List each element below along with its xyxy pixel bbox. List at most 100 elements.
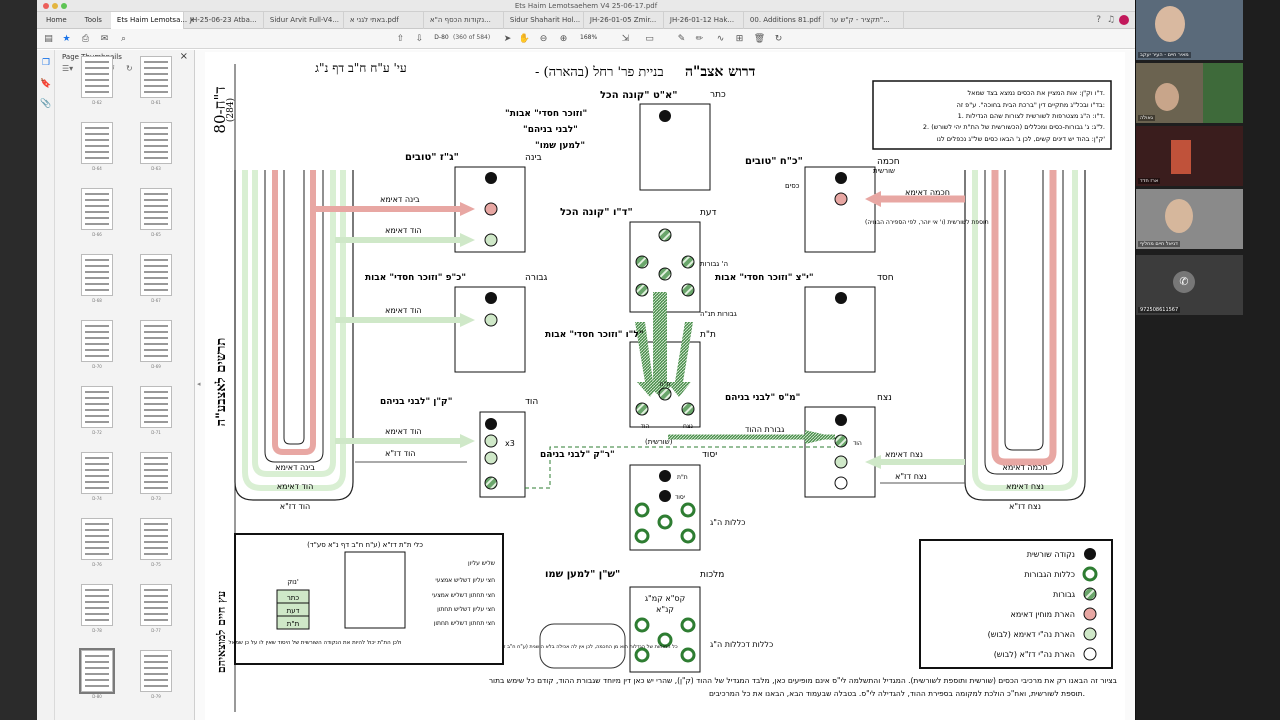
klalut-point — [680, 647, 696, 663]
tab-label: JH-25-06-23 Atba... — [189, 16, 257, 24]
tab-document[interactable]: תקציר - ק"ש ער"... — [824, 11, 904, 29]
participant-video[interactable]: דניאל חיים מחליף — [1135, 189, 1243, 249]
page-thumbnail[interactable] — [81, 188, 113, 230]
hod-imma-point — [484, 451, 498, 465]
pdf-page: 80-ד"ח (284) תרשים לאצבע"ה עץ חיים למוצא… — [205, 52, 1125, 720]
thumbnail-content-line — [144, 589, 168, 591]
page-thumbnail[interactable] — [140, 650, 172, 692]
participant-video[interactable]: גאולה — [1135, 63, 1243, 123]
fit-page-icon[interactable]: ⇲ — [621, 33, 630, 44]
page-thumbnail[interactable] — [140, 122, 172, 164]
page-thumbnail[interactable] — [81, 56, 113, 98]
find-icon[interactable]: ⌕ — [120, 33, 127, 44]
tab-document[interactable]: JH-26-01-05 Zmir... — [584, 11, 664, 29]
tab-document[interactable]: JH-26-01-12 Hak... — [664, 11, 744, 29]
maximize-window-icon[interactable] — [61, 3, 67, 9]
tab-document[interactable]: Sidur Shaharit Hol... — [504, 11, 584, 29]
page-thumbnail[interactable] — [140, 56, 172, 98]
thumbnail-content-line — [85, 421, 109, 423]
comment-icon[interactable]: ✎ — [677, 33, 686, 44]
bookmarks-icon[interactable]: 🔖 — [40, 79, 52, 89]
tab-document[interactable]: Sidur Arvit Full-V4... — [264, 11, 344, 29]
participant-video[interactable]: מאיר חיים - העיר יעקב — [1135, 0, 1243, 60]
page-thumbnail[interactable] — [140, 584, 172, 626]
tools-nav[interactable]: Tools — [84, 16, 102, 24]
participant-phone[interactable]: ✆ 972508611567 — [1135, 255, 1243, 315]
close-tab-icon[interactable]: × — [189, 16, 196, 24]
tab-document[interactable]: באתי לגני א.pdf — [344, 11, 424, 29]
page-thumbnail[interactable] — [81, 254, 113, 296]
page-display-icon[interactable]: ▭ — [645, 33, 654, 44]
acrobat-ai-icon[interactable] — [1119, 15, 1129, 25]
zoom-in-icon[interactable]: ⊕ — [559, 33, 568, 44]
stamp-icon[interactable]: ⊞ — [735, 33, 744, 44]
page-thumbnail[interactable] — [81, 584, 113, 626]
window-title: Ets Haim Lemotsaehem V4 25-06-17.pdf — [514, 1, 658, 10]
zoom-out-icon[interactable]: ⊖ — [539, 33, 548, 44]
tab-document[interactable]: Ets Haim Lemotsa... × — [110, 11, 195, 29]
phone-icon: ✆ — [1173, 271, 1195, 293]
email-icon[interactable]: ✉ — [100, 33, 109, 44]
close-window-icon[interactable] — [43, 3, 49, 9]
select-tool-icon[interactable]: ➤ — [503, 33, 512, 44]
participant-video[interactable]: ארז חדד — [1135, 126, 1243, 186]
thumbnail-content-line — [85, 337, 109, 339]
klalut-point — [680, 502, 696, 518]
thumbnail-options-icon[interactable]: ☰▾ — [62, 64, 74, 73]
thumbnail-content-line — [85, 355, 109, 357]
tab-document[interactable]: 00. Additions 81.pdf — [744, 11, 824, 29]
tab-label: Sidur Arvit Full-V4... — [269, 16, 340, 24]
tab-label: 00. Additions 81.pdf — [749, 16, 821, 24]
minimize-window-icon[interactable] — [52, 3, 58, 9]
page-thumbnail[interactable] — [140, 254, 172, 296]
page-number-input[interactable]: D-80 — [434, 34, 449, 41]
page-thumbnail[interactable] — [81, 386, 113, 428]
page-thumbnail[interactable] — [81, 320, 113, 362]
next-page-icon[interactable]: ⇩ — [415, 33, 424, 44]
yesod-inner-tag: יסוד — [675, 494, 685, 501]
tab-document[interactable]: נקודות הכסף ה"א... — [424, 11, 504, 29]
page-thumbnail[interactable] — [140, 518, 172, 560]
thumbnail-content-line — [144, 403, 168, 405]
hand-tool-icon[interactable]: ✋ — [518, 33, 531, 44]
sefirot-diagram: 80-ד"ח (284) תרשים לאצבע"ה עץ חיים למוצא… — [211, 61, 1118, 712]
help-icon[interactable]: ? — [1096, 15, 1101, 25]
toolbar: ▤ ★ ⎙ ✉ ⌕ ⇧ ⇩ D-80 (360 of 584) ➤ ✋ ⊖ ⊕ … — [37, 29, 1135, 49]
rotate-icon[interactable]: ↻ — [774, 33, 783, 44]
thumbnails-header: Page Thumbnails × — [55, 50, 194, 64]
page-thumbnail[interactable] — [81, 518, 113, 560]
collapse-panel-icon[interactable]: ◂ — [197, 380, 201, 388]
thumbnail-content-line — [144, 355, 168, 357]
save-icon[interactable]: ▤ — [44, 33, 53, 44]
legend-label: הארת נה"י דז"א (לבוש) — [994, 650, 1075, 659]
print-icon[interactable]: ⎙ — [81, 33, 90, 44]
netzach-za-label: נצח דז"א — [895, 472, 927, 481]
page-thumbnail[interactable] — [140, 188, 172, 230]
page-thumbnail[interactable] — [81, 452, 113, 494]
thumbnail-content-line — [85, 139, 109, 141]
attachments-icon[interactable]: 📎 — [40, 99, 52, 109]
rotate-right-icon[interactable]: ↻ — [126, 64, 133, 73]
kelim-line: שליש עליון — [468, 560, 495, 567]
page-thumbnail[interactable] — [140, 386, 172, 428]
page-thumbnail[interactable] — [79, 648, 115, 694]
gevura-point — [635, 255, 649, 269]
page-thumbnail[interactable] — [140, 320, 172, 362]
page-thumbnails-icon[interactable]: ❐ — [41, 58, 51, 68]
page-thumbnail[interactable] — [140, 452, 172, 494]
draw-icon[interactable]: ∿ — [716, 33, 725, 44]
thumbnail-content-line — [85, 217, 109, 219]
page-thumbnail[interactable] — [81, 122, 113, 164]
tab-document[interactable]: JH-25-06-23 Atba... — [184, 11, 264, 29]
bookmark-star-icon[interactable]: ★ — [62, 33, 71, 44]
thumbnail-content-line — [85, 73, 109, 75]
notifications-icon[interactable]: ♫ — [1106, 15, 1115, 25]
close-panel-icon[interactable]: × — [179, 51, 188, 62]
prev-page-icon[interactable]: ⇧ — [396, 33, 405, 44]
highlight-icon[interactable]: ✏ — [695, 33, 704, 44]
zoom-level[interactable]: 168% — [580, 34, 598, 41]
thumbnail-content-line — [85, 85, 109, 87]
home-nav[interactable]: Home — [46, 16, 67, 24]
thumbnail-content-line — [85, 151, 109, 153]
delete-icon[interactable]: 🗑 — [753, 33, 766, 44]
